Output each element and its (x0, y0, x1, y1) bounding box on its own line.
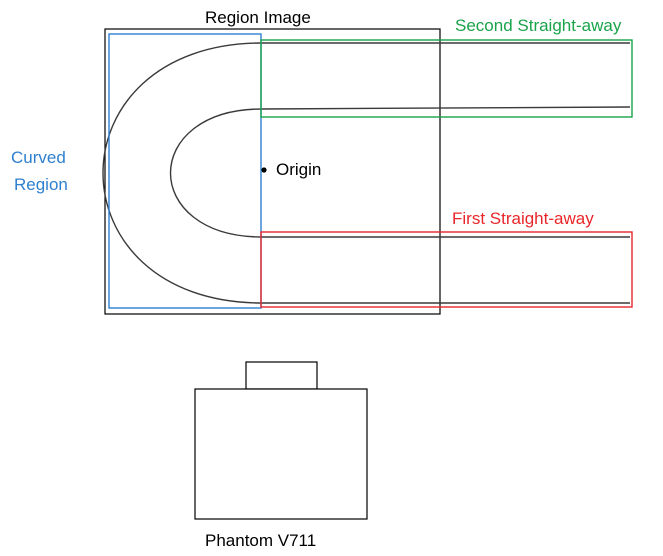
second-straightaway-label: Second Straight-away (455, 16, 622, 35)
track-inner-edge (169, 106, 631, 238)
region-image-frame (104, 28, 441, 315)
camera-lens (245, 361, 318, 390)
camera-body (194, 388, 368, 520)
curved-region-label-line1: Curved (11, 148, 66, 167)
second-straightaway-box (260, 39, 633, 118)
first-straightaway-box (260, 231, 633, 308)
region-image-label: Region Image (205, 8, 311, 27)
origin-dot (261, 167, 267, 173)
camera-label: Phantom V711 (205, 531, 317, 550)
track-outer-edge (102, 42, 630, 304)
curved-region-box (108, 33, 262, 309)
curved-region-label-line2: Region (14, 175, 68, 194)
origin-label: Origin (276, 160, 322, 179)
first-straightaway-label: First Straight-away (452, 209, 594, 228)
